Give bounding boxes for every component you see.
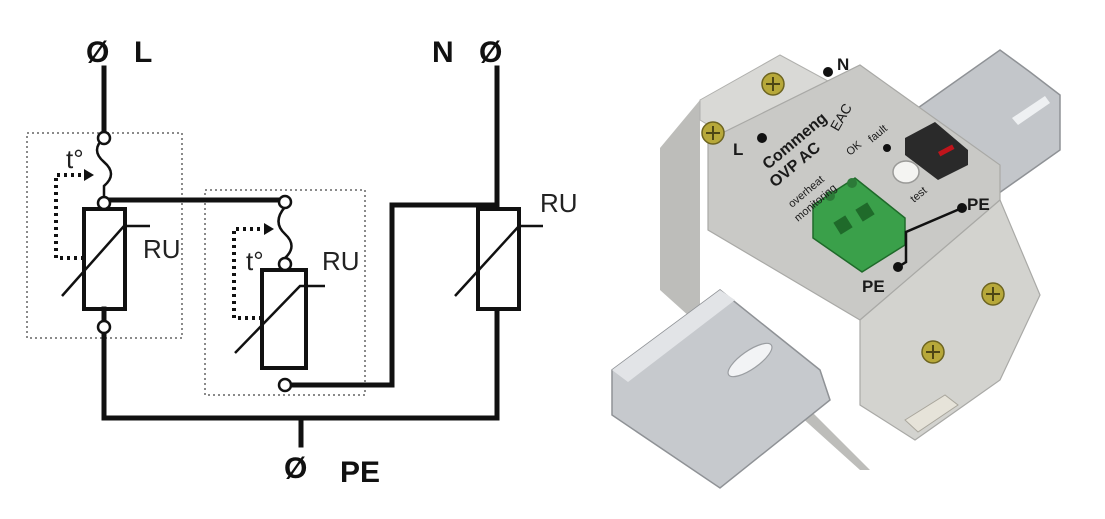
- varistor-3-diagonal: [454, 224, 543, 297]
- device-label-PE-bottom: PE: [862, 277, 885, 296]
- device-label-N: N: [837, 55, 849, 74]
- pe-line: [897, 206, 963, 269]
- node-1-top: [96, 130, 112, 146]
- thermal-fuse-2: [277, 206, 293, 267]
- din-rail-slot: [727, 342, 773, 378]
- fault-led: [937, 144, 955, 157]
- label-L: L: [134, 36, 152, 69]
- node-1-bottom: [96, 319, 112, 335]
- varistor-2-diagonal: [234, 284, 325, 354]
- varistor-3: [476, 207, 521, 311]
- terminal-symbol-L: Ø: [86, 36, 109, 69]
- terminal-symbol-N: Ø: [479, 36, 502, 69]
- varistor-1: [82, 207, 127, 311]
- dot-fault: [883, 144, 891, 152]
- test-button: [905, 122, 968, 180]
- thermal-fuse-1: [95, 137, 113, 196]
- node-2-top: [277, 194, 293, 210]
- node-2-mid: [277, 256, 293, 272]
- wire-N-to-module2: [287, 202, 500, 388]
- module-box-2: [204, 189, 366, 396]
- heat-arrow-1: [84, 169, 94, 181]
- ok-led: [892, 160, 920, 184]
- screw-top: [761, 72, 785, 96]
- heat-arrow-2: [264, 223, 274, 235]
- green-terminal-block: [812, 177, 906, 273]
- din-rail-back-slot: [1012, 96, 1050, 125]
- heat-coupling-1: [54, 173, 86, 260]
- device-body-side: [660, 100, 870, 470]
- din-rail-front-lip: [612, 290, 735, 382]
- terminal-symbol-PE: Ø: [284, 452, 307, 485]
- label-PE: PE: [340, 456, 380, 489]
- dot-N: [823, 67, 833, 77]
- device-label-L: L: [733, 140, 743, 159]
- device-label-PE-top: PE: [967, 195, 990, 214]
- screw-right: [981, 282, 1005, 306]
- device-lower-front: [859, 199, 1041, 441]
- label-RU-3: RU: [540, 188, 578, 218]
- label-RU-2: RU: [322, 246, 360, 276]
- dot-L: [757, 133, 767, 143]
- din-clip: [904, 394, 959, 433]
- screw-left: [701, 121, 725, 145]
- label-RU-1: RU: [143, 234, 181, 264]
- label-temp-2: t°: [246, 246, 264, 276]
- label-N: N: [432, 36, 454, 69]
- label-temp-1: t°: [66, 144, 84, 174]
- node-1-mid: [96, 195, 112, 211]
- node-2-bottom: [277, 377, 293, 393]
- heat-coupling-2: [232, 227, 266, 320]
- screw-bottom: [921, 340, 945, 364]
- varistor-1-diagonal: [61, 224, 150, 297]
- device-photo: L N EAC Commeng OVP AC OK fault test ove…: [611, 49, 1061, 489]
- din-rail-front: [611, 289, 831, 489]
- schematic-diagram: Ø Ø Ø L N PE RU RU RU t° t°: [26, 36, 578, 489]
